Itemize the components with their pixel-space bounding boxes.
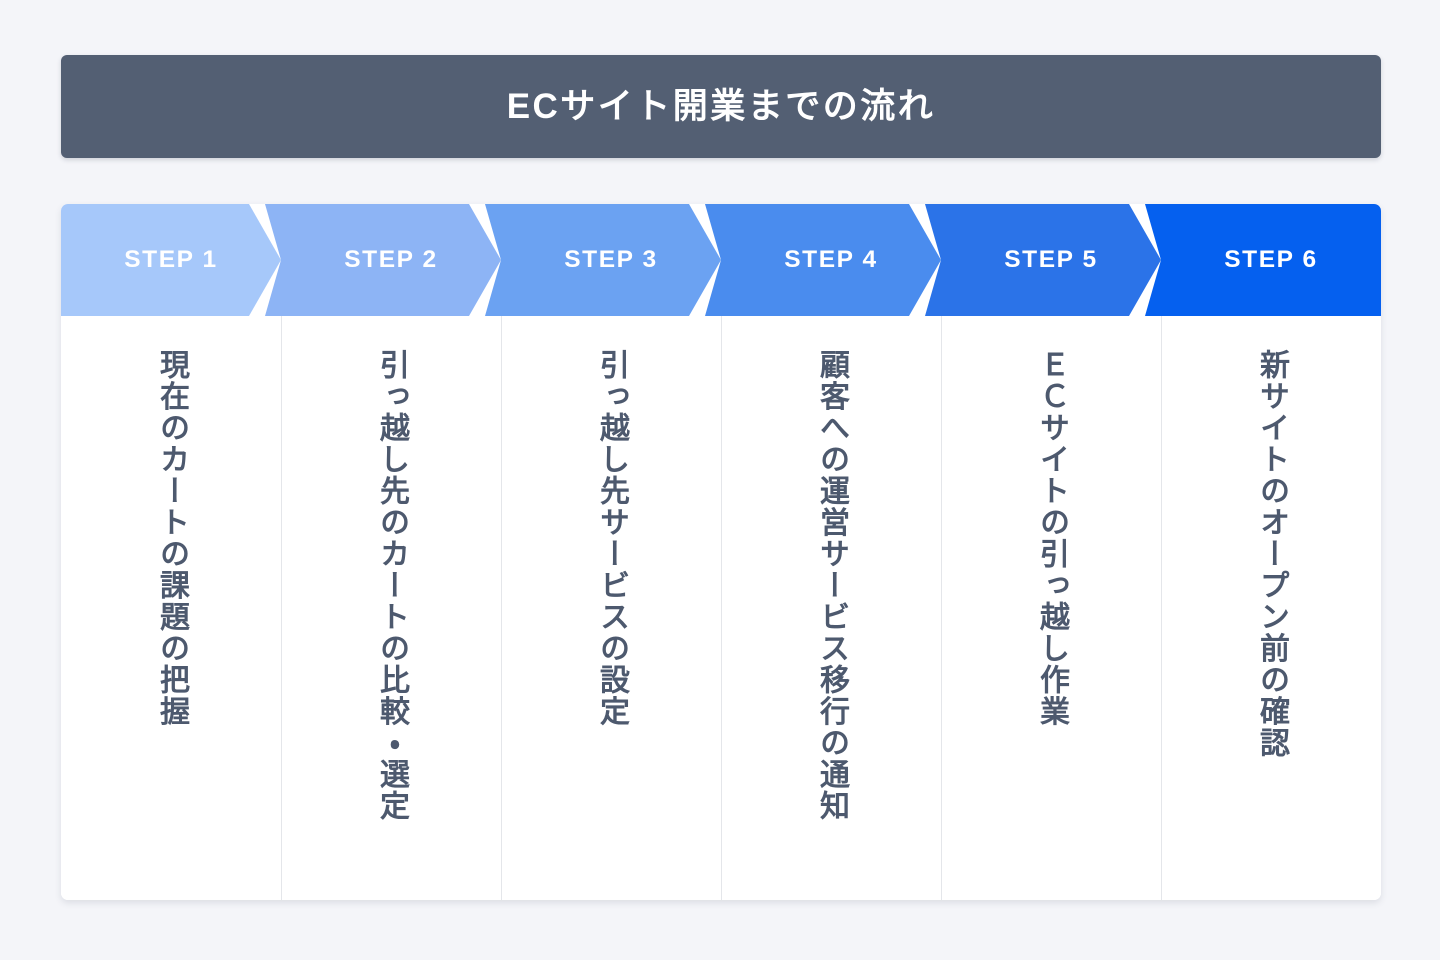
- step-label-4: STEP 4: [784, 245, 878, 273]
- step-description-1: 現在のカートの課題の把握: [154, 349, 188, 727]
- step-label-6: STEP 6: [1224, 245, 1318, 273]
- chevron-shape-2: [265, 204, 501, 316]
- chevron-shape-6: [1145, 204, 1381, 316]
- step-label-5: STEP 5: [1004, 245, 1098, 273]
- step-column-5: ＥＣサイトの引っ越し作業: [941, 316, 1161, 900]
- steps-flow-card: STEP 1 STEP 2 STEP 3 STEP 4 STEP 5 STEP …: [61, 204, 1381, 900]
- step-header-2[interactable]: STEP 2: [281, 204, 501, 316]
- chevron-shape-1: [61, 204, 281, 316]
- step-header-1[interactable]: STEP 1: [61, 204, 281, 316]
- step-column-4: 顧客への運営サービス移行の通知: [721, 316, 941, 900]
- step-description-2: 引っ越し先のカートの比較・選定: [374, 349, 408, 822]
- step-column-2: 引っ越し先のカートの比較・選定: [281, 316, 501, 900]
- step-description-4: 顧客への運営サービス移行の通知: [814, 349, 848, 822]
- step-column-6: 新サイトのオープン前の確認: [1161, 316, 1381, 900]
- step-header-4[interactable]: STEP 4: [721, 204, 941, 316]
- step-label-1: STEP 1: [124, 245, 218, 273]
- step-description-3: 引っ越し先サービスの設定: [594, 349, 628, 727]
- steps-header-row: STEP 1 STEP 2 STEP 3 STEP 4 STEP 5 STEP …: [61, 204, 1381, 316]
- chevron-shape-3: [485, 204, 721, 316]
- step-label-3: STEP 3: [564, 245, 658, 273]
- step-label-2: STEP 2: [344, 245, 438, 273]
- step-description-5: ＥＣサイトの引っ越し作業: [1034, 349, 1068, 727]
- step-description-6: 新サイトのオープン前の確認: [1254, 349, 1288, 759]
- diagram-title-banner: ECサイト開業までの流れ: [61, 55, 1381, 158]
- step-column-3: 引っ越し先サービスの設定: [501, 316, 721, 900]
- page-title: ECサイト開業までの流れ: [506, 87, 936, 126]
- step-column-1: 現在のカートの課題の把握: [61, 316, 281, 900]
- chevron-shape-4: [705, 204, 941, 316]
- steps-body-row: 現在のカートの課題の把握 引っ越し先のカートの比較・選定 引っ越し先サービスの設…: [61, 316, 1381, 900]
- step-header-6[interactable]: STEP 6: [1145, 204, 1381, 316]
- step-header-3[interactable]: STEP 3: [501, 204, 721, 316]
- step-header-5[interactable]: STEP 5: [941, 204, 1161, 316]
- chevron-shape-5: [925, 204, 1161, 316]
